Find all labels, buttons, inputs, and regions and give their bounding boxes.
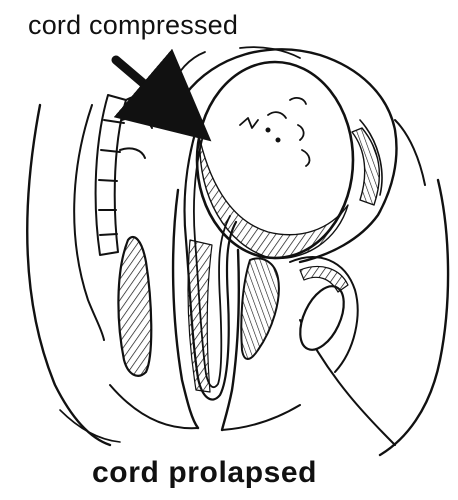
vaginal-wall-right (222, 250, 239, 430)
pubic-bone (241, 258, 279, 359)
ischium-ring (291, 280, 352, 357)
gluteal-fold (60, 410, 120, 442)
body-contour-right (380, 180, 448, 455)
abdominal-line-3 (395, 120, 425, 185)
label-cord-prolapsed: cord prolapsed (92, 456, 317, 490)
arrow-pointer (116, 60, 184, 118)
label-cord-compressed: cord compressed (28, 10, 238, 41)
abdominal-line-1 (170, 52, 205, 90)
sacrum-vertebrae (96, 95, 162, 255)
uterine-wall-shade (352, 128, 379, 205)
perineum-contour-right (222, 405, 300, 430)
rectum (118, 237, 151, 376)
